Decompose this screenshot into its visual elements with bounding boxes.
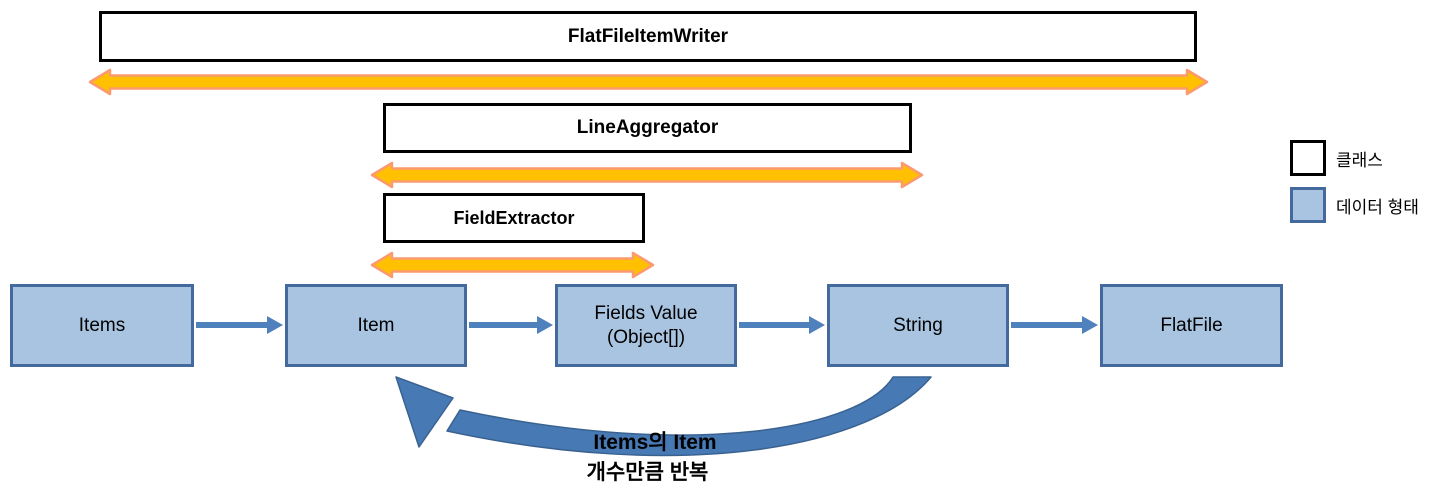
flow-arrow-string-to-flatfile [1011, 316, 1098, 334]
class-box-flatfileitemwriter: FlatFileItemWriter [99, 11, 1197, 62]
loop-annotation-line2: 개수만큼 반복 [586, 461, 709, 484]
data-box-flatfile-label: FlatFile [1160, 314, 1223, 336]
data-box-flatfile: FlatFile [1100, 284, 1283, 367]
class-box-fieldextractor-label: FieldExtractor [453, 207, 575, 228]
class-box-flatfileitemwriter-label: FlatFileItemWriter [567, 25, 729, 47]
data-box-string: String [827, 284, 1009, 367]
loop-annotation-line1: Items의 Item [593, 431, 717, 454]
data-box-item: Item [285, 284, 467, 367]
data-box-item-label: Item [357, 314, 395, 336]
data-box-items: Items [10, 284, 194, 367]
data-box-fields-value: Fields Value (Object[]) [555, 284, 737, 367]
data-box-fields-value-label-line1: Fields Value [594, 302, 698, 324]
flow-arrow-item-to-fieldsvalue [469, 316, 553, 334]
data-box-string-label: String [893, 314, 943, 336]
flow-arrow-items-to-item [196, 316, 283, 334]
legend-data-label: 데이터 형태 [1336, 197, 1419, 217]
legend-class-swatch [1290, 140, 1326, 176]
data-box-items-label: Items [78, 314, 126, 336]
legend-data-swatch [1290, 187, 1326, 223]
legend-class-label: 클래스 [1336, 150, 1383, 170]
class-box-lineaggregator: LineAggregator [383, 103, 912, 153]
loop-arrow-head [395, 376, 454, 448]
loop-arrow-curve [446, 376, 932, 457]
span-arrow-lineaggregator [370, 161, 924, 189]
class-box-lineaggregator-label: LineAggregator [576, 117, 719, 138]
data-box-fields-value-label-line2: (Object[]) [606, 326, 686, 348]
span-arrow-fieldextractor [370, 251, 655, 279]
span-arrow-flatfileitemwriter [88, 68, 1209, 96]
flow-arrow-fieldsvalue-to-string [739, 316, 825, 334]
class-box-fieldextractor: FieldExtractor [383, 193, 645, 243]
